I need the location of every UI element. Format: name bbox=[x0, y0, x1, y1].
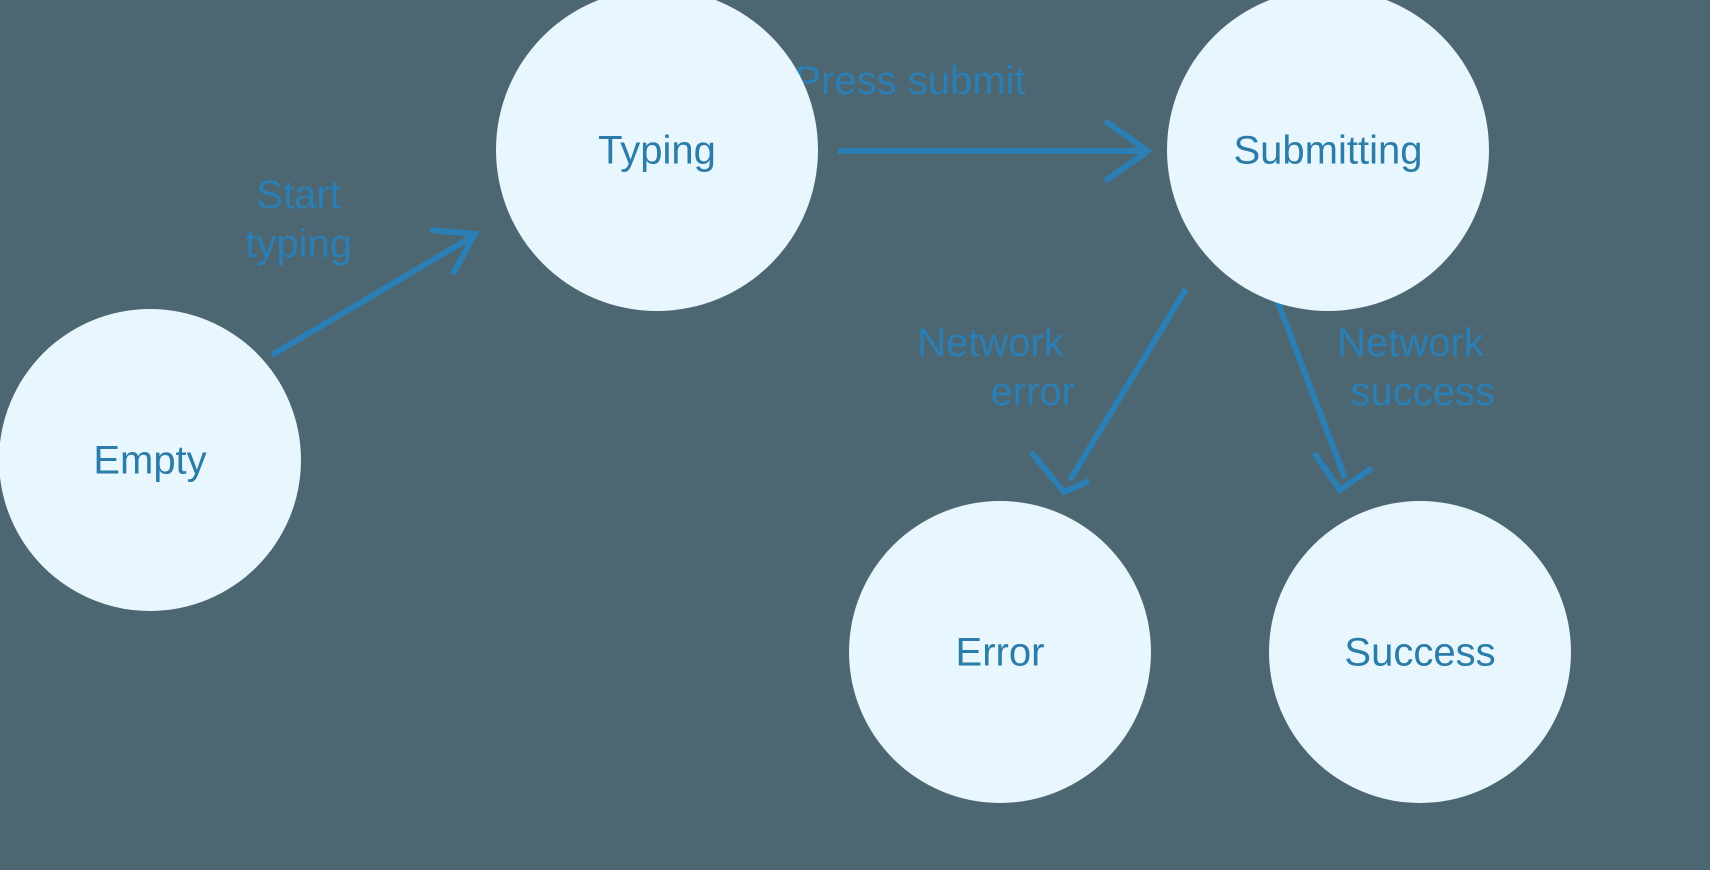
node-success-label: Success bbox=[1344, 631, 1495, 675]
edge-submitting-to-success-label: Network success bbox=[1337, 321, 1495, 414]
edge-label-line: Press submit bbox=[794, 59, 1025, 103]
edge-submitting-to-success[interactable]: Network success bbox=[1269, 285, 1495, 495]
node-error-label: Error bbox=[956, 631, 1045, 675]
edge-submitting-to-success-arrowhead bbox=[1311, 451, 1374, 495]
edge-submitting-to-error-line bbox=[1067, 287, 1189, 482]
node-empty-label: Empty bbox=[93, 439, 206, 483]
node-success[interactable]: Success bbox=[1269, 501, 1571, 803]
edge-typing-to-submitting-label: Press submit bbox=[794, 59, 1025, 103]
node-success-circle bbox=[1269, 501, 1571, 803]
node-typing[interactable]: Typing bbox=[496, 0, 818, 311]
edge-submitting-to-error-arrowhead bbox=[1028, 450, 1091, 496]
node-empty[interactable]: Empty bbox=[0, 309, 301, 611]
edge-label-line: Network bbox=[917, 321, 1065, 365]
edge-label-line: Network bbox=[1337, 321, 1485, 365]
node-error-circle bbox=[849, 501, 1151, 803]
edge-empty-to-typing[interactable]: Start typing bbox=[245, 173, 480, 358]
edge-typing-to-submitting[interactable]: Press submit bbox=[794, 59, 1154, 184]
edge-label-line: error bbox=[991, 370, 1075, 414]
edge-label-line: Start bbox=[256, 173, 340, 217]
node-submitting[interactable]: Submitting bbox=[1167, 0, 1489, 311]
edge-empty-to-typing-line bbox=[270, 235, 472, 358]
edge-submitting-to-success-line bbox=[1269, 285, 1348, 480]
node-submitting-label: Submitting bbox=[1234, 129, 1423, 173]
node-submitting-circle bbox=[1167, 0, 1489, 311]
edge-typing-to-submitting-arrowhead bbox=[1103, 118, 1154, 184]
node-error[interactable]: Error bbox=[849, 501, 1151, 803]
edge-submitting-to-error[interactable]: Network error bbox=[917, 287, 1189, 496]
edge-empty-to-typing-label: Start typing bbox=[245, 173, 352, 266]
edge-submitting-to-error-label: Network error bbox=[917, 321, 1075, 414]
edge-label-line: success bbox=[1351, 370, 1496, 414]
edge-label-line: typing bbox=[245, 222, 352, 266]
node-empty-circle bbox=[0, 309, 301, 611]
node-typing-circle bbox=[496, 0, 818, 311]
edge-empty-to-typing-arrowhead bbox=[429, 227, 480, 276]
node-typing-label: Typing bbox=[598, 129, 716, 173]
